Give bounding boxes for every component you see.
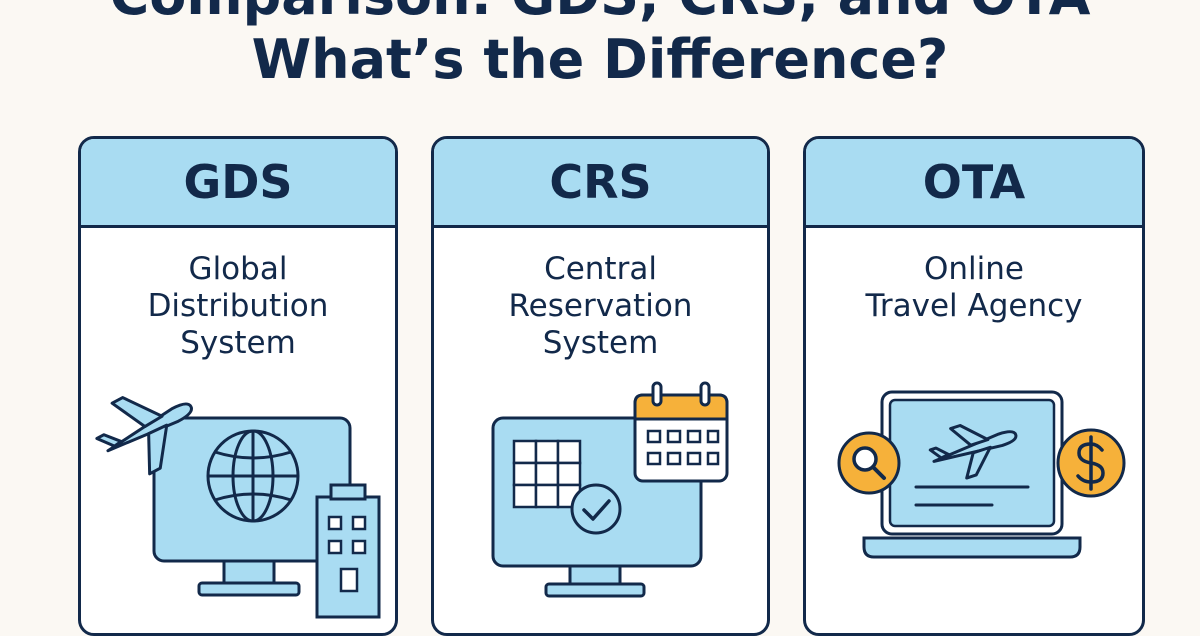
crs-desc-line: System — [542, 325, 659, 361]
globe-icon — [206, 429, 300, 523]
gds-card-header: GDS — [81, 139, 395, 228]
ota-card-header: OTA — [806, 139, 1142, 228]
page-title-line1: Comparison: GDS, CRS, and OTA — [0, 0, 1200, 26]
gds-description: Global Distribution System — [81, 251, 395, 362]
airplane-icon — [928, 424, 1018, 480]
page-title-line2: What’s the Difference? — [251, 28, 949, 91]
crs-description: Central Reservation System — [434, 251, 767, 362]
ota-description: Online Travel Agency — [806, 251, 1142, 325]
building-icon — [315, 483, 381, 619]
ota-desc-line: Online — [924, 251, 1024, 287]
search-icon — [837, 431, 901, 495]
gds-card: GDS Global Distribution System — [78, 136, 398, 636]
crs-desc-line: Reservation — [508, 288, 693, 324]
airplane-icon — [95, 396, 193, 476]
calendar-icon — [633, 381, 729, 483]
crs-card: CRS Central Reservation System — [431, 136, 770, 636]
grid-icon — [512, 439, 582, 509]
checkmark-icon — [570, 483, 622, 535]
screen-text-lines — [914, 485, 1030, 507]
gds-desc-line: Global — [188, 251, 288, 287]
crs-card-header: CRS — [434, 139, 767, 228]
crs-illustration — [491, 381, 729, 598]
gds-illustration — [95, 396, 381, 619]
ota-illustration — [837, 390, 1126, 559]
dollar-icon — [1056, 428, 1126, 498]
gds-desc-line: System — [180, 325, 296, 361]
gds-desc-line: Distribution — [147, 288, 329, 324]
ota-card: OTA Online Travel Agency — [803, 136, 1145, 636]
ota-desc-line: Travel Agency — [865, 288, 1083, 324]
crs-desc-line: Central — [544, 251, 657, 287]
